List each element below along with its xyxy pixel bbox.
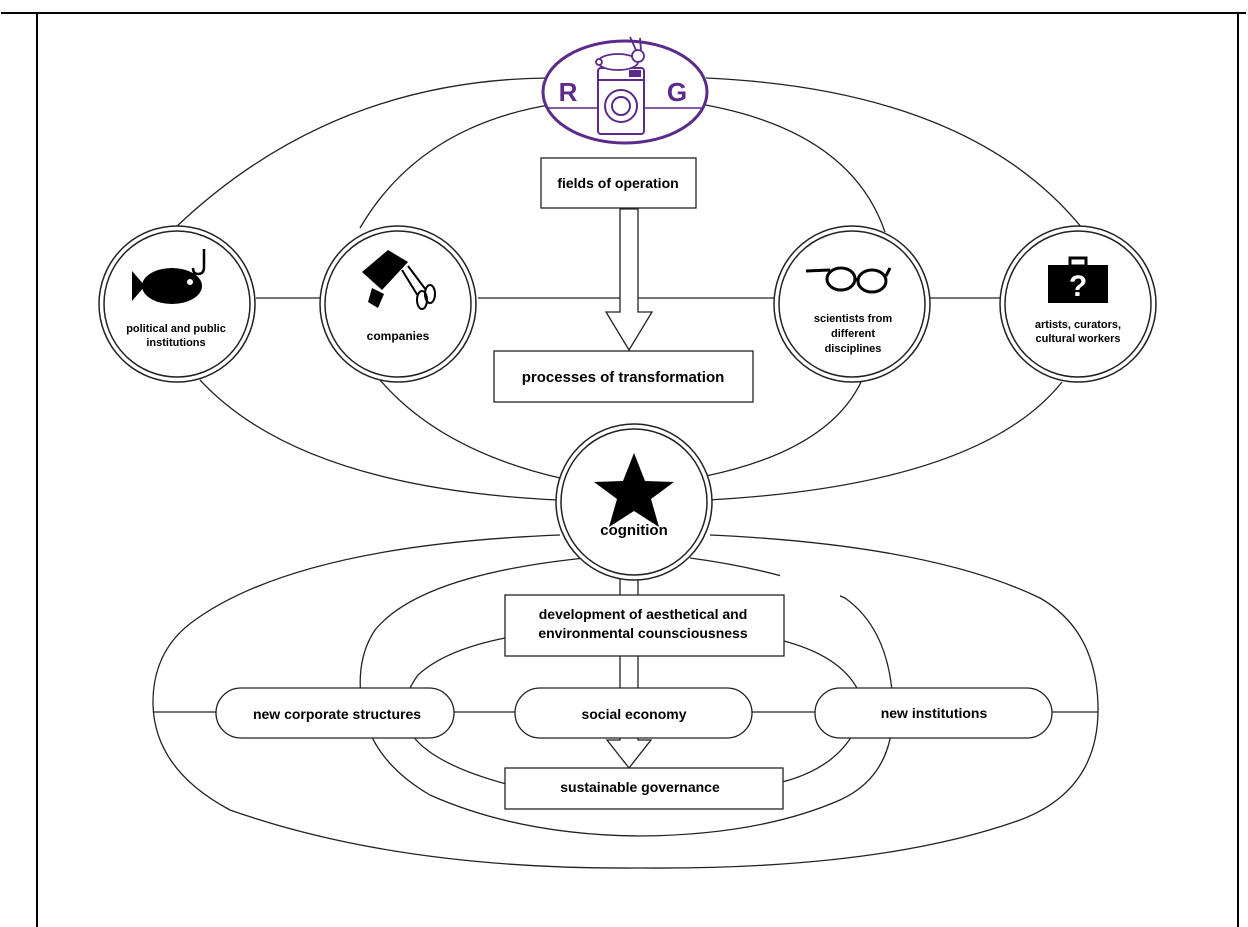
arrow-down-icon [604,208,654,352]
companies-node: companies [319,225,477,383]
scientists-label-line1: scientists from [814,313,892,325]
question-suitcase-icon: ? [1048,256,1108,303]
rabbit-icon [595,36,645,71]
new-institutions-pill: new institutions [814,687,1053,739]
political-institutions-node: political and public institutions [98,225,256,383]
new-institutions-label: new institutions [881,705,988,721]
artists-label-line2: cultural workers [1036,333,1121,345]
social-economy-pill: social economy [514,687,753,739]
political-label-line2: institutions [146,337,205,349]
governance-box [504,767,784,810]
fields-of-operation-label: fields of operation [557,175,678,191]
logo-letter-g: G [667,77,687,107]
washing-machine-icon [597,67,645,135]
companies-label: companies [367,329,430,343]
new-corporate-structures-pill: new corporate structures [215,687,455,739]
artists-node: ? artists, curators, cultural workers [999,225,1157,383]
scientists-label-line3: disciplines [825,343,882,355]
logo-letter-r: R [559,77,578,107]
artists-label-line1: artists, curators, [1035,319,1121,331]
glasses-icon [805,266,892,294]
scientists-label-line2: different [831,328,875,340]
rg-logo: R G [541,36,709,145]
fields-of-operation-box [540,157,697,209]
star-icon [594,453,674,527]
social-economy-label: social economy [581,706,686,722]
hand-mixer-icon [362,250,436,310]
processes-label: processes of transformation [522,369,725,386]
governance-label: sustainable governance [560,779,720,795]
cognition-label: cognition [600,522,668,539]
development-box [504,594,785,657]
svg-text:?: ? [1069,270,1087,303]
development-label-line2: environmental counsciousness [538,625,747,641]
processes-box [493,350,754,403]
corporate-label: new corporate structures [253,706,421,722]
development-label-line1: development of aesthetical and [539,606,748,622]
political-label-line1: political and public [126,323,226,335]
blank-patch [780,570,840,600]
fish-hook-icon [132,249,206,304]
scientists-node: scientists from different disciplines [773,225,931,383]
cognition-node: cognition [555,423,713,581]
